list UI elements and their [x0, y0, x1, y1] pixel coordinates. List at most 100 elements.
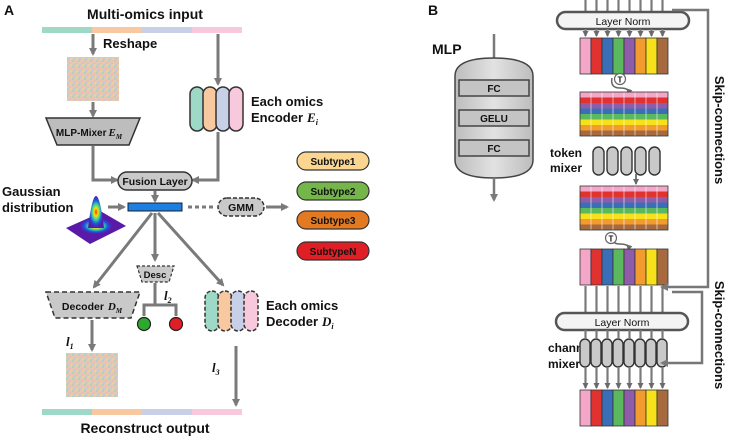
subtype-3-label: Subtype3	[310, 216, 355, 227]
decoder-shape	[44, 291, 142, 319]
reshape-label: Reshape	[103, 36, 157, 51]
block4-stripe-7	[645, 248, 658, 286]
skip-connections-bottom-label: Skip-connections	[712, 281, 727, 389]
output-title: Reconstruct output	[80, 420, 209, 436]
tokenMixer-capsule-4	[634, 146, 647, 176]
loss-l3: l3	[212, 360, 220, 377]
arrow-latent-to-decoder	[92, 212, 154, 289]
subtype-1-label: Subtype1	[310, 157, 355, 168]
skip-connections-top-label: Skip-connections	[712, 76, 727, 184]
transposed-block-2	[579, 185, 669, 231]
block1-stripe-1	[579, 37, 592, 75]
reshaped-matrix-image	[67, 57, 119, 101]
mlp-block: FC GELU FC	[454, 57, 534, 179]
channelMixer-capsule-4	[612, 338, 624, 368]
output-omics-segment-3	[142, 409, 192, 415]
channelMixer-capsule-7	[645, 338, 657, 368]
layer-norm-top-arrows	[582, 29, 666, 37]
arrow-latent-to-omics-decoder	[156, 211, 225, 287]
channelMixer-capsule-5	[623, 338, 635, 368]
layer-norm-bottom-label: Layer Norm	[595, 317, 650, 329]
mlp-gelu-label: GELU	[480, 114, 508, 125]
desc-shape	[136, 265, 175, 283]
channel-input-lines	[584, 286, 664, 313]
output-omics-segment-2	[92, 409, 142, 415]
each-omics-encoder-capsules	[189, 86, 244, 132]
encoder-capsule-3	[215, 86, 231, 132]
channelMixer-capsule-2	[590, 338, 602, 368]
subtype-1-pill	[296, 151, 370, 171]
panel-a-letter: A	[4, 2, 14, 18]
layer-norm-top-label: Layer Norm	[596, 16, 651, 28]
subtype-n-label: SubtypeN	[310, 247, 357, 258]
transpose-arrow-1	[610, 77, 633, 95]
mlp-fc-top-box	[458, 79, 530, 97]
block4-stripe-1	[579, 248, 592, 286]
desc-branch	[142, 283, 157, 316]
output-omics-segment-4	[192, 409, 242, 415]
input-omics-segment-4	[192, 27, 242, 33]
loss-l1: l1	[66, 334, 74, 351]
block1-stripe-3	[601, 37, 614, 75]
block5-stripe-3	[601, 389, 614, 427]
block1-stripe-5	[623, 37, 636, 75]
block2-frame	[579, 91, 669, 137]
block1-stripe-8	[656, 37, 669, 75]
class-circle-green	[136, 316, 152, 332]
tokenMixer-capsule-3	[620, 146, 633, 176]
token-input-lines	[584, 0, 664, 12]
block5-stripe-1	[579, 389, 592, 427]
arrow-mixer-to-fusion	[91, 146, 119, 184]
transpose-label-2: T	[609, 235, 614, 244]
block4-stripe-4	[612, 248, 625, 286]
skip-connection-top-path	[660, 8, 710, 291]
transpose-circle-2	[604, 231, 618, 245]
each-omics-decoder-line1: Each omics	[266, 298, 338, 313]
input-omics-bar	[42, 27, 242, 33]
skip-connection-bottom-path	[660, 290, 704, 367]
mlp-title: MLP	[432, 41, 462, 57]
block1-stripe-7	[645, 37, 658, 75]
gaussian-distribution-image	[66, 196, 126, 244]
input-omics-segment-3	[142, 27, 192, 33]
decoder-capsule-3	[230, 290, 246, 332]
transpose-label-1: T	[618, 76, 623, 85]
input-omics-segment-2	[92, 27, 142, 33]
block5-stripe-7	[645, 389, 658, 427]
mlp-gelu-box	[458, 109, 530, 127]
tokenMixer-capsule-5	[648, 146, 661, 176]
block1-stripe-4	[612, 37, 625, 75]
each-omics-encoder-line1: Each omics	[251, 94, 323, 109]
decoder-capsule-4	[243, 290, 259, 332]
arrow-encoder-to-fusion	[191, 132, 220, 184]
decoder-capsule-1	[204, 290, 220, 332]
loss-l2: l2	[164, 288, 172, 305]
encoder-capsule-2	[202, 86, 218, 132]
block5-stripe-8	[656, 389, 669, 427]
desc-label: Desc	[144, 270, 167, 281]
block4-stripe-6	[634, 248, 647, 286]
transposed-block-1	[579, 91, 669, 137]
subtype-n-pill	[296, 241, 370, 261]
each-omics-decoder-capsules	[204, 290, 259, 332]
encoder-capsule-1	[189, 86, 205, 132]
mlp-fc-top-label: FC	[487, 84, 500, 95]
block4-stripe-2	[590, 248, 603, 286]
token-mixer-line2: mixer	[550, 161, 582, 175]
channelMixer-capsule-1	[579, 338, 591, 368]
class-circle-red	[168, 316, 184, 332]
mlp-fc-bottom-box	[458, 139, 530, 157]
subtype-2-pill	[296, 181, 370, 201]
block5-stripe-4	[612, 389, 625, 427]
layer-norm-bottom-box	[554, 311, 690, 332]
input-title: Multi-omics input	[87, 6, 203, 22]
channelMixer-capsule-6	[634, 338, 646, 368]
block4-stripe-8	[656, 248, 669, 286]
block1-stripe-6	[634, 37, 647, 75]
subtype-list: Subtype1 Subtype2 Subtype3 SubtypeN	[296, 151, 370, 261]
tokenMixer-capsule-2	[606, 146, 619, 176]
mlp-mixer-encoder-shape	[44, 117, 142, 146]
